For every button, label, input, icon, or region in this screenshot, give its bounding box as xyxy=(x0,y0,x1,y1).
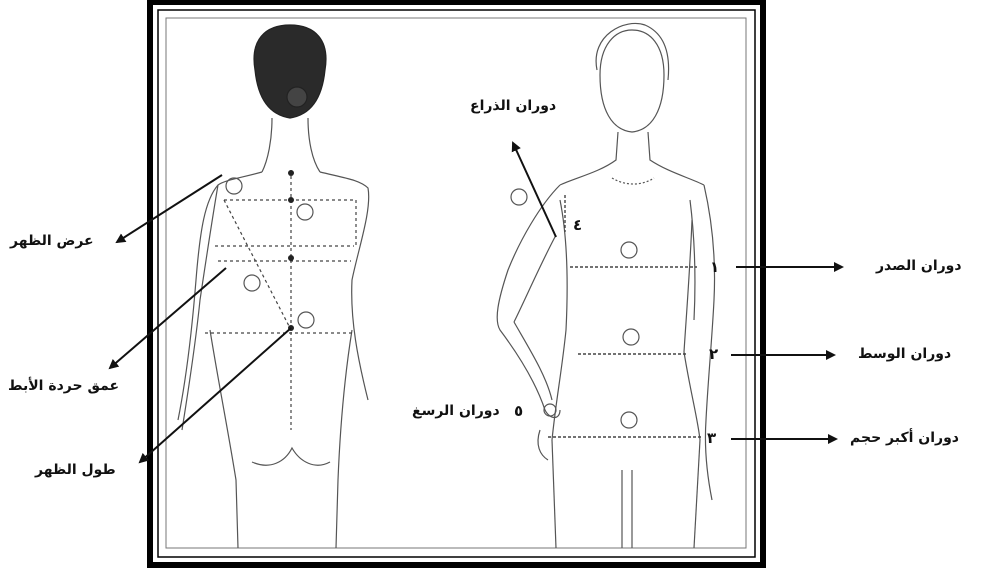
back-view-figure xyxy=(178,25,369,548)
label-back-length: طول الظهر xyxy=(35,462,116,478)
back-measurement-lines xyxy=(205,170,356,430)
arrow-arm-circumference xyxy=(513,143,556,237)
label-back-width: عرض الظهر xyxy=(10,233,94,249)
label-wrist-circumference: دوران الرسغ xyxy=(412,403,500,419)
label-hip-circumference: دوران أكبر حجم xyxy=(850,430,959,446)
number-wrist: ٥ xyxy=(514,402,523,420)
number-arm: ٤ xyxy=(573,216,582,234)
label-armhole-depth: عمق حردة الأبط xyxy=(8,378,119,394)
number-hip: ٣ xyxy=(707,429,716,447)
arrow-back-length xyxy=(140,328,291,462)
number-chest: ١ xyxy=(710,258,719,276)
arrow-armhole-depth xyxy=(110,268,226,368)
figure-frame xyxy=(150,2,763,565)
label-waist-circumference: دوران الوسط xyxy=(858,346,951,362)
front-measurement-lines xyxy=(548,195,702,437)
number-waist: ٢ xyxy=(709,345,718,363)
label-chest-circumference: دوران الصدر xyxy=(876,258,962,274)
label-arm-circumference: دوران الذراع xyxy=(470,98,556,114)
